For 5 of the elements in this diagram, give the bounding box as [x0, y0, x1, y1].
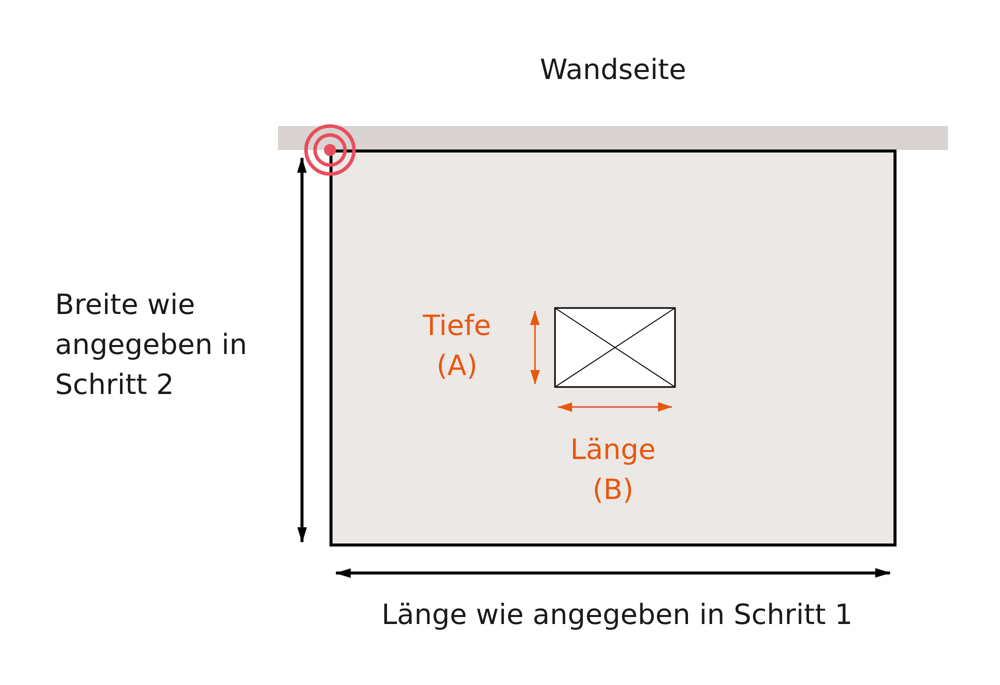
- wall-side-label: Wandseite: [538, 52, 688, 88]
- width-label: Breite wie angegeben in Schritt 2: [55, 287, 248, 403]
- length-label: Länge wie angegeben in Schritt 1: [380, 597, 854, 633]
- length-label: Länge (B): [569, 432, 657, 508]
- depth-label: Tiefe (A): [422, 308, 492, 384]
